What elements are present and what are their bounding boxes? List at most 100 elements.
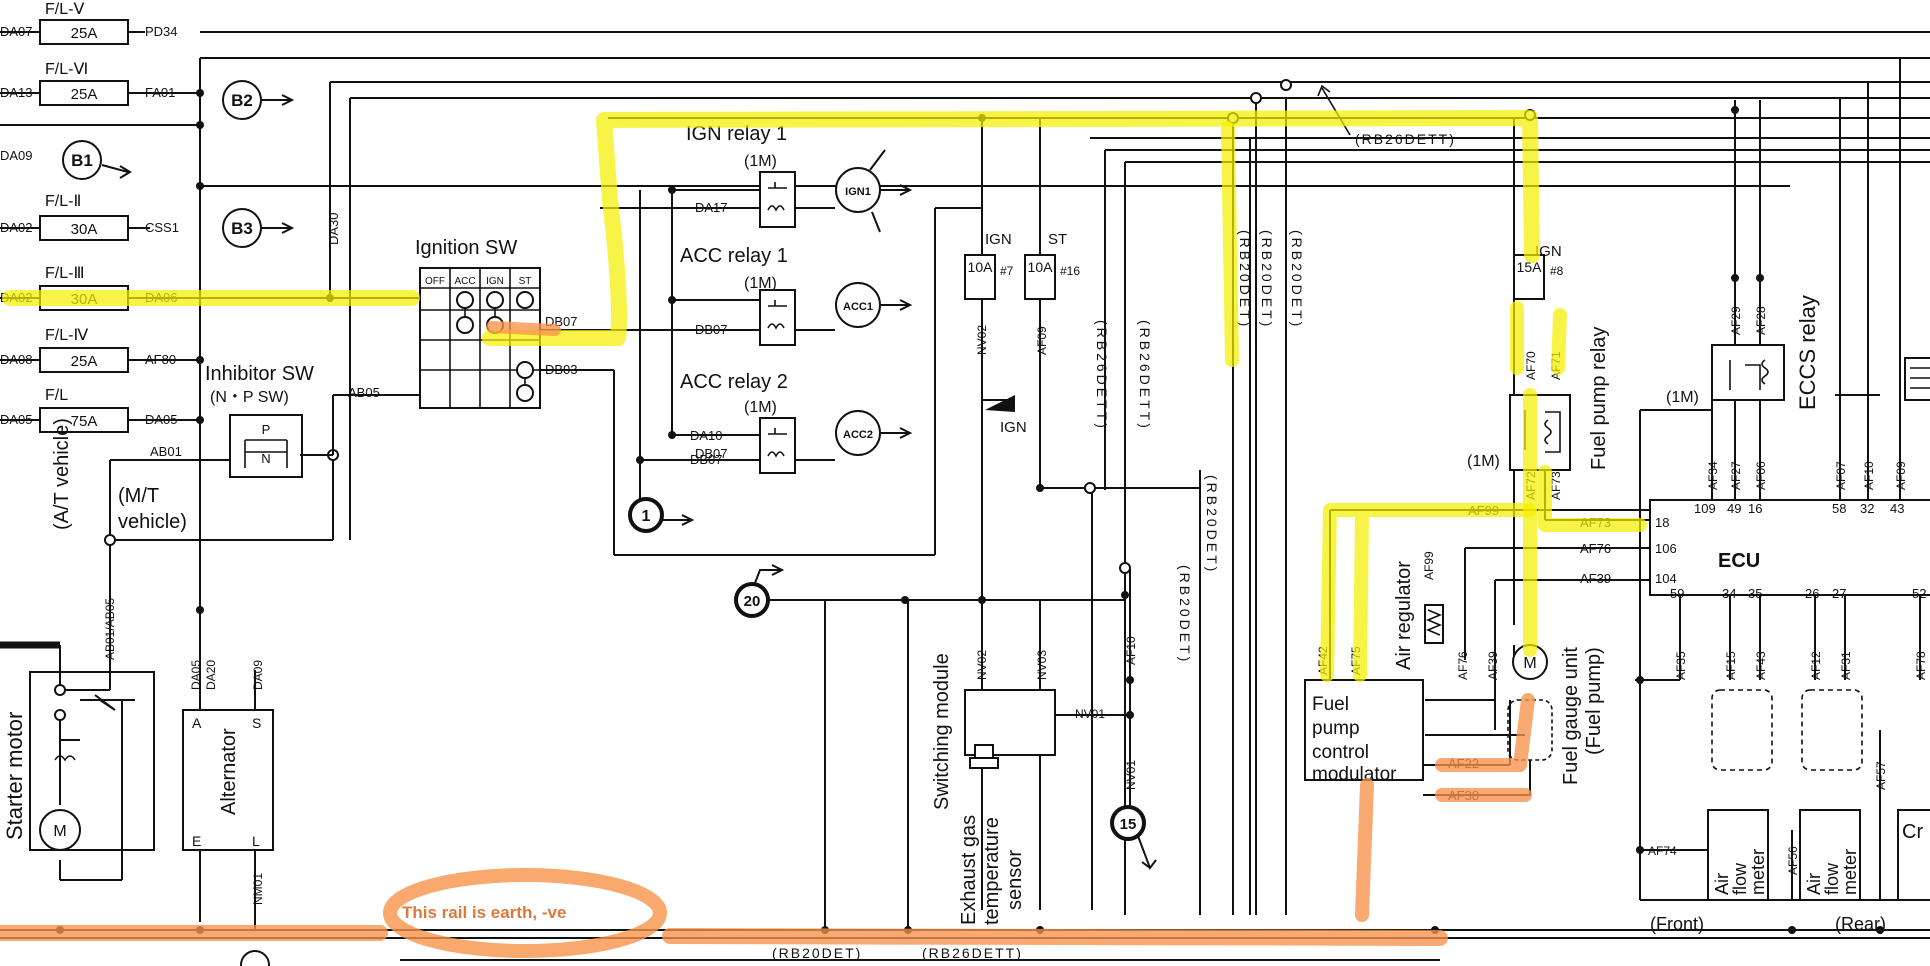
fuse-rating: 30A [71,221,98,238]
wire-label: DA10 [690,428,723,443]
fuse-small-label: IGN [985,231,1012,248]
variant-label: (RB26DETT) [1094,320,1110,431]
wire-label: AF15 [1724,651,1738,680]
wire-label: AF76 [1580,541,1611,556]
wire-label: NV02 [975,650,989,680]
alt-a-label: A [192,715,202,731]
relay-spec: (1M) [744,275,777,292]
ignition-switch-title: Ignition SW [415,237,517,259]
earth-rail-note: This rail is earth, -ve [402,903,566,922]
alternator: A S E L Alternator [182,709,274,851]
fuse-rating: 25A [71,25,98,42]
fuse-in-wire: DA05 [0,412,33,427]
relay-acc-1: ACC relay 1 (1M) DB07 ACC1 [680,245,913,346]
starter-motor: M Starter motor [0,641,155,851]
relay-spec: (1M) [744,153,777,170]
ecu-pin: 16 [1748,501,1762,516]
wire-label: AB01 [150,444,182,459]
ecu-pin: 35 [1748,586,1762,601]
ecu-pin: 59 [1670,586,1684,601]
wire-label: DA09 [0,148,33,163]
wire-label: AF78 [1914,651,1928,680]
afm-label: flow [1822,862,1842,895]
at-vehicle-label: (A/T vehicle) [51,418,73,530]
wire-label: DA05 [189,660,203,690]
air-regulator: Air regulator [1393,561,1444,670]
afm-label: meter [1748,849,1768,895]
crank-partial-label: Cr [1902,821,1923,843]
ecu-pin: 58 [1832,501,1846,516]
wire-label: AF10 [1862,461,1876,490]
relay-title: IGN relay 1 [686,123,787,145]
relay-spec: (1M) [744,399,777,416]
wiring-lines [0,31,1930,930]
wire-label: AB05 [348,385,380,400]
starter-motor-title: Starter motor [2,712,27,840]
wire-label: DB07 [695,322,728,337]
fuel-pump-relay: Fuel pump relay (1M) [1467,327,1610,471]
fuse-out-wire: CSS1 [145,220,179,235]
eccs-relay-title: ECCS relay [1795,295,1820,410]
wire-label: AF43 [1754,651,1768,680]
wire-label: AF99 [1422,551,1436,580]
fuse-small-num: #7 [1000,264,1014,278]
fuse-small-rating: 10A [1028,259,1054,275]
inhibitor-switch-subtitle: (N・P SW) [210,389,289,406]
ecu-pin: 32 [1860,501,1874,516]
motor-m: M [53,823,66,840]
ecu-pin: 52 [1912,586,1926,601]
afm-label: Air [1712,873,1732,895]
fuse-small-num: #16 [1060,264,1080,278]
wire-label: AF35 [1674,651,1688,680]
fuse-small-rating: 10A [968,259,994,275]
ign-arrow-icon [985,395,1015,412]
ign-fuses: IGN 10A #7 ST 10A #16 IGN 15A #8 [964,231,1564,300]
wire-label: AF76 [1456,651,1470,680]
wire-label: DA20 [204,660,218,690]
ecu-title: ECU [1718,550,1760,572]
switch-position-label: IGN [486,276,504,287]
fuel-gauge-label: Fuel gauge unit [1560,647,1582,785]
wire-label: AB01/AB05 [103,598,117,660]
relay-title: ACC relay 1 [680,245,788,267]
alt-l-label: L [252,833,260,849]
fuse-out-wire: FA01 [145,85,175,100]
switch-position-label: OFF [425,276,445,287]
relay-acc-2: ACC relay 2 (1M) DA10 DB07 ACC2 [680,371,913,474]
fuse-rating: 75A [71,413,98,430]
wire-label: DA30 [326,212,341,245]
wire-label: NV03 [1035,650,1049,680]
eccs-relay: ECCS relay (1M) [1666,295,1820,410]
switch-p-label: P [262,422,271,437]
wire-label: AF39 [1580,571,1611,586]
fuse-out-wire: DA05 [145,412,178,427]
afm-label: flow [1730,862,1750,895]
fpcm-label: modulator [1312,764,1397,785]
switch-n-label: N [261,451,270,466]
fuel-pump-control-modulator: Fuel pump control modulator [1304,679,1424,785]
yellow-highlight [2,110,1647,682]
fuel-pump-relay-title: Fuel pump relay [1588,327,1610,470]
fuse-rating: 25A [71,86,98,103]
fuel-pump: M Fuel gauge unit (Fuel pump) [1507,644,1605,785]
wire-label: AF28 [1754,306,1768,335]
wire-label: AF27 [1729,461,1743,490]
relay-spec: (1M) [1666,389,1699,406]
fuse-title: F/L-Ⅲ [45,265,84,282]
wire-label: DB07 [690,452,723,467]
variant-label: (RB20DET) [1177,565,1193,664]
variant-label: (RB26DETT) [1137,320,1153,431]
wire-label: DA17 [695,200,728,215]
wire-label: AF74 [1648,844,1677,858]
relay-ign-1: IGN relay 1 (1M) DA17 IGN1 [686,123,913,233]
wire-label: AF73 [1549,471,1563,500]
alternator-title: Alternator [218,728,240,815]
afm-label: meter [1840,849,1860,895]
ecu-pin: 27 [1832,586,1846,601]
wire-label: AF09 [1035,326,1049,355]
wire-label: NV02 [975,325,989,355]
marker-20: 20 [744,593,761,610]
fpcm-label: pump [1312,718,1360,739]
motor-m: M [1523,655,1536,672]
